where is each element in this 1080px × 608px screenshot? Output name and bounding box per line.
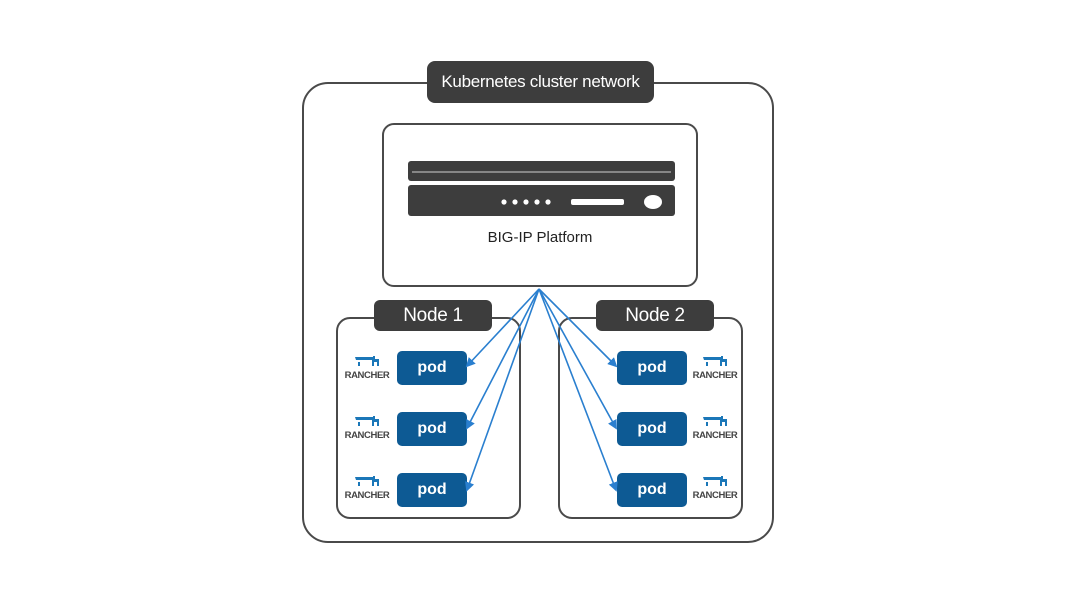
rancher-cow-icon	[355, 356, 379, 366]
rancher-cow-icon	[703, 476, 727, 486]
rancher-logo: RANCHER	[691, 475, 739, 505]
rancher-cow-icon	[355, 416, 379, 426]
node-2-pod-3: pod	[617, 473, 687, 507]
rancher-logo: RANCHER	[343, 415, 391, 445]
arrow-to-node-1-pod-3	[465, 288, 540, 492]
rancher-logo-text: RANCHER	[692, 430, 738, 441]
rancher-logo-text: RANCHER	[344, 430, 390, 441]
node-1-pod-1: pod	[397, 351, 467, 385]
node-2-title: Node 2	[596, 300, 714, 331]
rancher-logo: RANCHER	[691, 415, 739, 445]
arrow-to-node-2-pod-3	[538, 288, 618, 492]
rancher-logo: RANCHER	[343, 475, 391, 505]
rancher-cow-icon	[703, 416, 727, 426]
rancher-logo-text: RANCHER	[344, 490, 390, 501]
big-ip-platform-box	[382, 123, 698, 287]
arrow-to-node-1-pod-1	[465, 288, 540, 368]
rancher-logo-text: RANCHER	[344, 370, 390, 381]
arrow-to-node-1-pod-2	[466, 288, 540, 430]
node-2-pod-2: pod	[617, 412, 687, 446]
node-1-pod-3: pod	[397, 473, 467, 507]
arrow-to-node-2-pod-2	[538, 288, 617, 430]
big-ip-appliance-icon	[408, 161, 675, 216]
node-2-pod-1: pod	[617, 351, 687, 385]
node-1-title: Node 1	[374, 300, 492, 331]
rancher-cow-icon	[703, 356, 727, 366]
node-1-pod-2: pod	[397, 412, 467, 446]
rancher-logo: RANCHER	[343, 355, 391, 385]
rancher-logo-text: RANCHER	[692, 490, 738, 501]
cluster-title: Kubernetes cluster network	[427, 61, 654, 103]
rancher-logo-text: RANCHER	[692, 370, 738, 381]
platform-label: BIG-IP Platform	[487, 229, 593, 246]
rancher-cow-icon	[355, 476, 379, 486]
rancher-logo: RANCHER	[691, 355, 739, 385]
arrow-to-node-2-pod-1	[538, 288, 618, 368]
